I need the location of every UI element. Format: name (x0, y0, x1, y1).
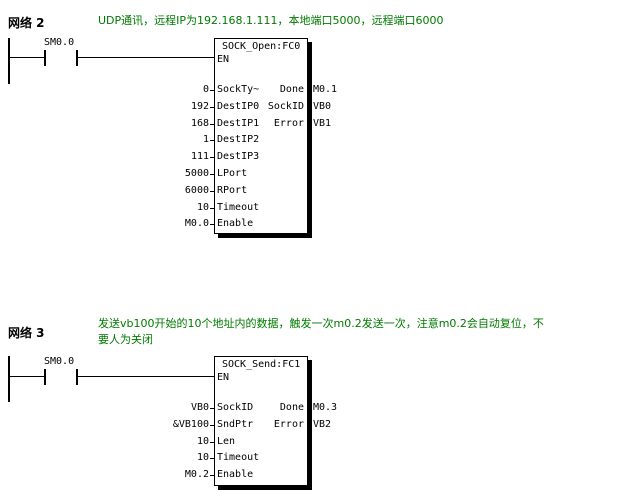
output-pin-done: Done (279, 402, 304, 413)
input-operand[interactable]: M0.0 (184, 218, 209, 230)
output-pin-sockid: SockID (267, 100, 304, 112)
network-3-power-rail (8, 356, 10, 402)
network-3-comment-line-1[interactable]: 发送vb100开始的10个地址内的数据，触发一次m0.2发送一次，注意m0.2会… (98, 317, 544, 330)
input-operand[interactable]: &VB100 (172, 418, 209, 430)
input-pin-enable: Enable (217, 218, 254, 230)
input-wire-stub (210, 475, 214, 477)
input-pin-destip3: DestIP3 (217, 151, 260, 163)
input-pin-lport: LPort (217, 168, 248, 179)
input-pin-destip1: DestIP1 (217, 117, 260, 129)
input-pin-sockid: SockID (217, 402, 254, 413)
input-operand[interactable]: 168 (190, 117, 209, 129)
network-3-wire-left (10, 376, 44, 377)
network-3-contact-left-bar[interactable] (44, 369, 46, 385)
output-wire-stub (308, 106, 312, 108)
input-wire-stub (210, 190, 214, 192)
output-operand[interactable]: VB1 (313, 117, 332, 129)
network-2-contact-label: SM0.0 (44, 37, 75, 48)
output-pin-error: Error (273, 418, 304, 430)
sock-open-en-pin: EN (217, 54, 230, 65)
network-3-contact-label: SM0.0 (44, 356, 75, 367)
output-wire-stub (308, 408, 312, 409)
input-operand[interactable]: 10 (196, 435, 209, 447)
network-2-wire-left (10, 57, 44, 58)
input-operand[interactable]: 10 (196, 201, 209, 213)
input-wire-stub (210, 458, 214, 460)
output-operand[interactable]: VB2 (313, 418, 332, 430)
input-wire-stub (210, 157, 214, 159)
network-3-contact-right-bar[interactable] (76, 369, 78, 385)
output-wire-stub (308, 424, 312, 426)
input-operand[interactable]: VB0 (190, 402, 209, 413)
input-pin-enable: Enable (217, 469, 254, 481)
input-wire-stub (210, 441, 214, 443)
input-pin-sndptr: SndPtr (217, 418, 254, 430)
input-pin-len: Len (217, 435, 236, 447)
output-pin-done: Done (279, 84, 304, 95)
output-wire-stub (308, 123, 312, 125)
output-operand[interactable]: M0.3 (313, 402, 338, 413)
network-3-wire-to-en (78, 376, 214, 377)
input-wire-stub (210, 174, 214, 175)
input-operand[interactable]: 6000 (184, 184, 209, 196)
input-wire-stub (210, 106, 214, 108)
input-operand[interactable]: 0 (202, 84, 209, 95)
network-2-contact-left-bar[interactable] (44, 50, 46, 66)
input-pin-timeout: Timeout (217, 452, 260, 464)
network-2-contact-right-bar[interactable] (76, 50, 78, 66)
input-operand[interactable]: 111 (190, 151, 209, 163)
network-2-power-rail (8, 38, 10, 84)
input-pin-timeout: Timeout (217, 201, 260, 213)
input-operand[interactable]: 5000 (184, 168, 209, 179)
network-3-comment-line-2[interactable]: 要人为关闭 (98, 333, 153, 346)
input-operand[interactable]: 192 (190, 100, 209, 112)
input-wire-stub (210, 408, 214, 409)
output-wire-stub (308, 90, 312, 91)
input-pin-sockty: SockTy~ (217, 84, 260, 95)
output-pin-error: Error (273, 117, 304, 129)
input-wire-stub (210, 140, 214, 142)
input-wire-stub (210, 123, 214, 125)
input-operand[interactable]: 10 (196, 452, 209, 464)
network-2-wire-to-en (78, 57, 214, 58)
output-operand[interactable]: VB0 (313, 100, 332, 112)
input-wire-stub (210, 424, 214, 426)
input-wire-stub (210, 207, 214, 209)
input-pin-destip0: DestIP0 (217, 100, 260, 112)
input-operand[interactable]: 1 (202, 134, 209, 146)
output-operand[interactable]: M0.1 (313, 84, 338, 95)
sock-send-block-name: SOCK_Send:FC1 (222, 359, 301, 370)
input-pin-rport: RPort (217, 184, 248, 196)
input-operand[interactable]: M0.2 (184, 469, 209, 481)
network-2-comment[interactable]: UDP通讯，远程IP为192.168.1.111，本地端口5000，远程端口60… (98, 14, 444, 27)
input-wire-stub (210, 90, 214, 91)
network-2-title[interactable]: 网络 2 (8, 16, 45, 30)
input-wire-stub (210, 224, 214, 226)
input-pin-destip2: DestIP2 (217, 134, 260, 146)
sock-send-en-pin: EN (217, 372, 230, 383)
sock-open-block-name: SOCK_Open:FC0 (222, 41, 301, 52)
network-3-title[interactable]: 网络 3 (8, 326, 45, 340)
